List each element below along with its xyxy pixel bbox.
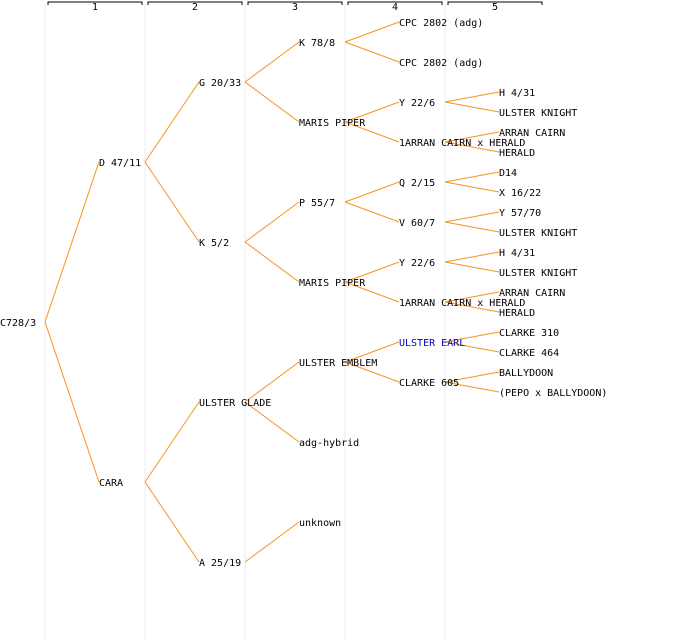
- node-label-g6b: ULSTER KNIGHT: [499, 108, 577, 119]
- pedigree-connector: [244, 521, 300, 563]
- generation-header-bracket: [47, 1, 143, 5]
- node-label-g4f: adg-hybrid: [299, 438, 359, 449]
- node-label-g5b: CPC 2802 (adg): [399, 58, 483, 69]
- node-label-g4e: ULSTER EMBLEM: [299, 358, 377, 369]
- pedigree-connector: [144, 401, 200, 483]
- pedigree-connector: [344, 101, 400, 123]
- pedigree-connector: [144, 481, 200, 563]
- pedigree-connector: [444, 261, 500, 273]
- node-label-g5d: 1ARRAN CAIRN x HERALD: [399, 138, 525, 149]
- pedigree-connector: [144, 161, 200, 243]
- node-label-g6f: X 16/22: [499, 188, 541, 199]
- node-label-g6a: H 4/31: [499, 88, 535, 99]
- pedigree-connector: [244, 41, 300, 83]
- node-label-g6o: BALLYDOON: [499, 368, 553, 379]
- node-label-g5j: CLARKE 605: [399, 378, 459, 389]
- node-label-g6j: ULSTER KNIGHT: [499, 268, 577, 279]
- pedigree-connector: [444, 131, 500, 143]
- node-label-g4b: MARIS PIPER: [299, 118, 366, 129]
- node-label-g6d: HERALD: [499, 148, 535, 159]
- pedigree-connector: [244, 361, 300, 403]
- node-label-g3c: ULSTER GLADE: [199, 398, 271, 409]
- node-label-root: C728/3: [0, 318, 36, 329]
- pedigree-connector: [344, 181, 400, 203]
- pedigree-connector: [44, 161, 100, 323]
- node-label-g6i: H 4/31: [499, 248, 535, 259]
- pedigree-connector: [244, 81, 300, 123]
- pedigree-connector: [444, 301, 500, 313]
- pedigree-connector: [444, 251, 500, 263]
- node-label-g4d: MARIS PIPER: [299, 278, 366, 289]
- generation-header-label: 5: [492, 2, 498, 13]
- node-label-g5g: Y 22/6: [399, 258, 435, 269]
- pedigree-connector: [444, 101, 500, 113]
- node-label-g6c: ARRAN CAIRN: [499, 128, 565, 139]
- generation-header-label: 3: [292, 2, 298, 13]
- pedigree-connector: [344, 281, 400, 303]
- pedigree-connector: [444, 91, 500, 103]
- node-label-g6p: (PEPO x BALLYDOON): [499, 388, 607, 399]
- node-label-g5i[interactable]: ULSTER EARL: [399, 338, 465, 349]
- pedigree-connector: [244, 201, 300, 243]
- pedigree-connector: [344, 341, 400, 363]
- node-label-g5h: 1ARRAN CAIRN x HERALD: [399, 298, 525, 309]
- pedigree-connector: [444, 221, 500, 233]
- pedigree-connector: [44, 321, 100, 483]
- node-label-g6g: Y 57/70: [499, 208, 541, 219]
- generation-header-bracket: [247, 1, 343, 5]
- node-label-g5f: V 60/7: [399, 218, 435, 229]
- generation-header-bracket: [147, 1, 243, 5]
- node-label-g4c: P 55/7: [299, 198, 335, 209]
- pedigree-connector: [344, 201, 400, 223]
- generation-header-label: 1: [92, 2, 98, 13]
- node-label-g6n: CLARKE 464: [499, 348, 559, 359]
- generation-header-label: 4: [392, 2, 398, 13]
- pedigree-connector: [444, 381, 500, 393]
- pedigree-connector: [444, 341, 500, 353]
- node-label-g3b: K 5/2: [199, 238, 229, 249]
- generation-header-bracket: [347, 1, 443, 5]
- pedigree-connector: [444, 171, 500, 183]
- pedigree-connector: [444, 211, 500, 223]
- node-label-g6h: ULSTER KNIGHT: [499, 228, 577, 239]
- node-label-g5c: Y 22/6: [399, 98, 435, 109]
- pedigree-connector: [244, 401, 300, 443]
- node-label-g3d: A 25/19: [199, 558, 241, 569]
- generation-header-bracket: [447, 1, 543, 5]
- pedigree-connector: [444, 371, 500, 383]
- node-label-g6l: HERALD: [499, 308, 535, 319]
- pedigree-connector: [444, 141, 500, 153]
- pedigree-connector: [344, 21, 400, 43]
- node-label-g4g: unknown: [299, 518, 341, 529]
- pedigree-connector: [344, 121, 400, 143]
- node-label-g5a: CPC 2802 (adg): [399, 18, 483, 29]
- node-label-g3a: G 20/33: [199, 78, 241, 89]
- node-label-g6k: ARRAN CAIRN: [499, 288, 565, 299]
- pedigree-connector: [344, 261, 400, 283]
- node-label-g6e: D14: [499, 168, 517, 179]
- pedigree-connector: [444, 331, 500, 343]
- node-label-g2b: CARA: [99, 478, 123, 489]
- node-label-g4a: K 78/8: [299, 38, 335, 49]
- pedigree-connector: [344, 41, 400, 63]
- pedigree-connector: [244, 241, 300, 283]
- node-label-g6m: CLARKE 310: [499, 328, 559, 339]
- pedigree-connector: [144, 81, 200, 163]
- pedigree-connector: [444, 291, 500, 303]
- generation-header-label: 2: [192, 2, 198, 13]
- pedigree-connector: [444, 181, 500, 193]
- node-label-g5e: Q 2/15: [399, 178, 435, 189]
- node-label-g2a: D 47/11: [99, 158, 141, 169]
- pedigree-connector: [344, 361, 400, 383]
